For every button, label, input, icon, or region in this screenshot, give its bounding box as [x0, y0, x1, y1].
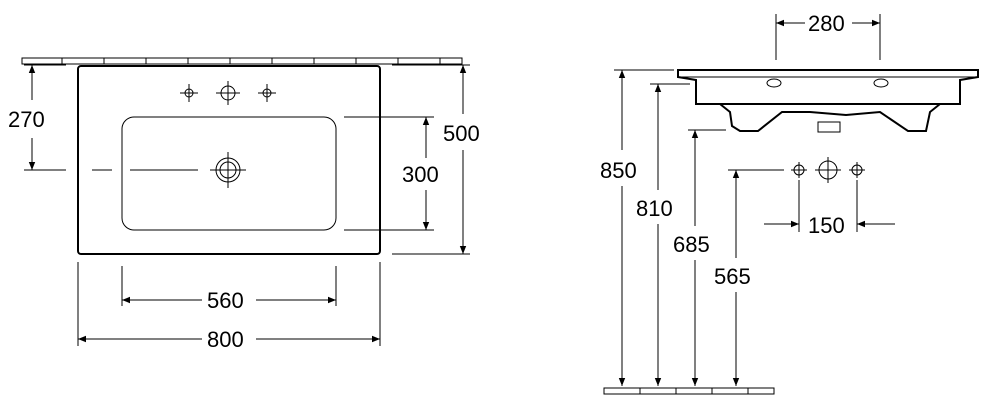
- tap-hole-large-center-icon: [815, 157, 841, 183]
- dimension-150: 150: [764, 180, 895, 238]
- dim-label-500: 500: [443, 121, 480, 146]
- dim-label-280: 280: [808, 11, 845, 36]
- dimension-810: 810: [636, 83, 690, 386]
- tap-hole-small-right-icon: [849, 162, 865, 178]
- dim-label-270: 270: [8, 107, 45, 132]
- dim-label-850: 850: [600, 158, 637, 183]
- basin-outline: [77, 65, 381, 255]
- tap-hole-right-icon: [258, 84, 276, 102]
- dim-label-150: 150: [808, 213, 845, 238]
- waste-outlet-icon: [210, 152, 246, 188]
- dimension-270: 270: [8, 64, 66, 171]
- side-view: 280 850 810 6: [600, 11, 979, 395]
- dim-label-800: 800: [207, 327, 244, 352]
- dimension-500: 500: [392, 64, 480, 255]
- dim-label-560: 560: [207, 288, 244, 313]
- dimension-300: 300: [344, 116, 439, 231]
- dimension-560: 560: [121, 266, 337, 313]
- tap-hole-detail: [791, 157, 865, 183]
- tap-hole-center-icon: [216, 81, 240, 105]
- dim-label-300: 300: [402, 162, 439, 187]
- dim-label-810: 810: [636, 196, 673, 221]
- wall-hatch: [21, 57, 463, 65]
- tap-hole-small-left-icon: [791, 162, 807, 178]
- dimension-850: 850: [600, 69, 674, 386]
- basin-side-profile: [677, 69, 979, 133]
- floor-hatch: [603, 387, 775, 395]
- tap-hole-left-icon: [180, 84, 198, 102]
- plan-view: 270 500 300 560: [8, 57, 480, 352]
- dimension-685: 685: [673, 129, 726, 386]
- dimension-565: 565: [714, 169, 784, 386]
- dim-label-565: 565: [714, 264, 751, 289]
- dim-label-685: 685: [673, 232, 710, 257]
- dimension-280: 280: [775, 11, 881, 60]
- bowl-outline: [121, 116, 337, 231]
- dimension-800: 800: [77, 262, 381, 352]
